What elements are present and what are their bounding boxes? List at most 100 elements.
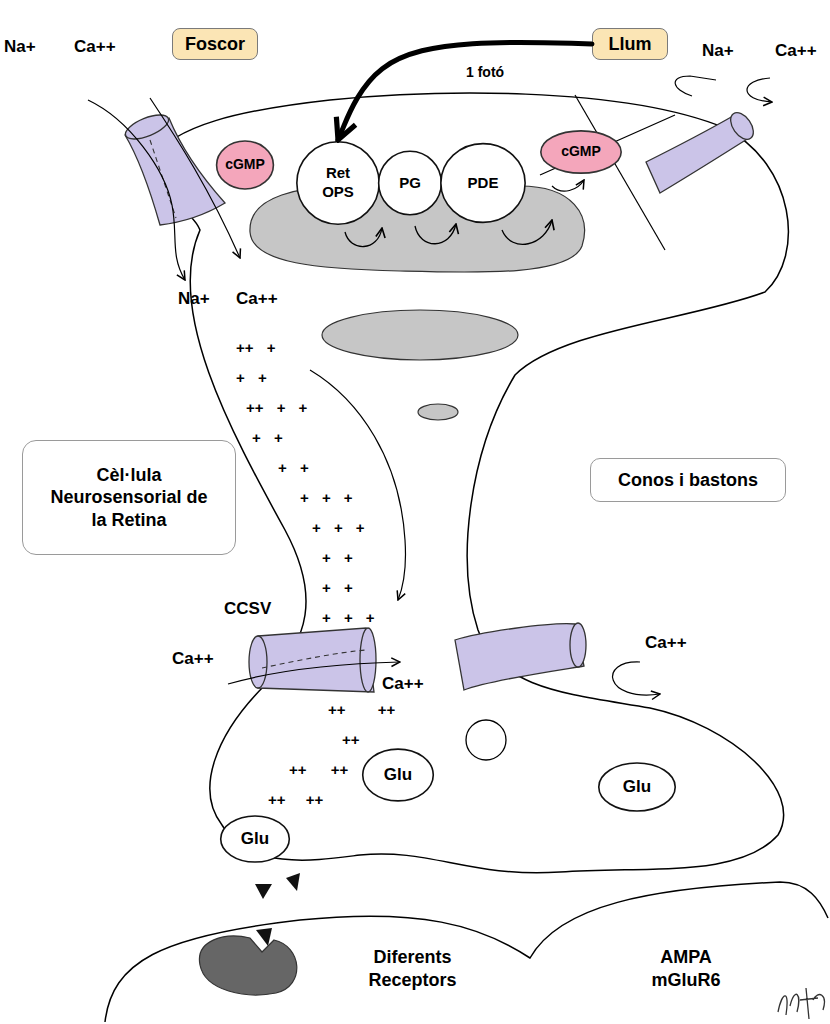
charge-sign: + + [322, 548, 353, 568]
node-outline-shape [441, 144, 525, 223]
protein-circle: Ret OPS [296, 140, 380, 226]
caption-box: Conos i bastons [590, 458, 786, 502]
node-outline-shape [363, 749, 434, 801]
node-text: Foscor [185, 33, 245, 56]
charge-sign: ++ ++ [289, 760, 348, 780]
ion-label: Ca++ [775, 40, 817, 62]
current-arrow [310, 370, 405, 600]
cgmp-ligand: cGMP [216, 140, 274, 190]
charge-sign: ++ [342, 730, 360, 750]
charge-sign: + + [236, 368, 267, 388]
signature [778, 988, 824, 1019]
channel-rim [570, 623, 586, 667]
ion-label: Ca++ [382, 673, 424, 695]
receptor-label: AMPA mGluR6 [640, 946, 732, 993]
ion-label: Ca++ [74, 36, 116, 58]
charge-sign: + + + [322, 608, 375, 628]
ion-label: Ca++ [172, 648, 214, 670]
glutamate-molecule [255, 884, 272, 899]
node-text-holder: PDE [440, 142, 526, 224]
postsynaptic-membrane [105, 882, 828, 1022]
charge-sign: + + + [300, 488, 353, 508]
cascade-arrow [502, 220, 552, 244]
node-outline-shape [217, 141, 274, 189]
ion-arrow [613, 662, 660, 695]
calcium-channel [455, 624, 584, 690]
receptor [199, 936, 296, 995]
node-outline-shape [221, 816, 290, 862]
ion-label: Na+ [178, 288, 210, 310]
node-text: PG [399, 174, 421, 193]
ion-line [540, 115, 675, 175]
charge-sign: ++ + [236, 338, 275, 358]
node-text-holder: cGMP [540, 130, 622, 174]
node-text: Llum [609, 33, 652, 56]
glutamate-molecule [286, 873, 300, 891]
node-outline-shape [379, 151, 442, 214]
charge-sign: ++ + + [246, 398, 307, 418]
cgmp-ligand: cGMP [540, 130, 622, 174]
node-text: cGMP [561, 143, 601, 161]
photoreceptor-membrane [149, 93, 789, 873]
receptor-label: Diferents Receptors [350, 946, 475, 993]
node-text-holder: Cèl·lula Neurosensorial de la Retina [23, 441, 235, 554]
cascade-arrow [345, 228, 382, 247]
node-text-holder: cGMP [216, 140, 274, 190]
ion-arrow [675, 76, 716, 96]
charge-sign: ++ ++ [328, 700, 395, 720]
node-text-holder: Glu [362, 748, 434, 802]
node-text: Glu [384, 764, 412, 785]
node-outline-shape [297, 142, 379, 225]
ion-label: Na+ [702, 40, 734, 62]
node-text-holder: Llum [593, 29, 667, 59]
node-text: Conos i bastons [618, 469, 758, 492]
glutamate-vesicle: Glu [362, 748, 434, 802]
calcium-channel [258, 628, 374, 692]
node-text-holder: Conos i bastons [591, 459, 785, 501]
node-text-holder: Glu [220, 815, 290, 863]
light-arrow [338, 42, 592, 140]
ion-arrow [88, 100, 185, 280]
title-box: Cèl·lula Neurosensorial de la Retina [22, 440, 236, 555]
glutamate-molecule [256, 928, 272, 946]
channel-rim [249, 636, 267, 688]
node-text: Glu [241, 828, 269, 849]
membrane-disc [418, 404, 458, 420]
channel-label: CCSV [224, 598, 271, 620]
ion-label: Na+ [4, 36, 36, 58]
protein-circle: PG [378, 150, 442, 216]
protein-circle: PDE [440, 142, 526, 224]
cascade-arrow [415, 224, 456, 244]
membrane-disc [322, 310, 518, 360]
node-text: cGMP [225, 156, 265, 174]
channel-rim [726, 109, 758, 144]
charge-sign: + + [278, 458, 309, 478]
empty-vesicle [466, 720, 506, 760]
node-text: PDE [468, 174, 499, 193]
ion-arrow [747, 78, 772, 102]
ion-label: Ca++ [645, 632, 687, 654]
ion-arrow [228, 662, 400, 684]
ion-label: Ca++ [236, 288, 278, 310]
charge-sign: + + + [312, 518, 365, 538]
node-text: Cèl·lula Neurosensorial de la Retina [44, 464, 214, 532]
channel-pore [262, 650, 366, 668]
node-text-holder: Ret OPS [296, 140, 380, 226]
charge-sign: + + [322, 578, 353, 598]
state-tag: Llum [592, 28, 668, 60]
charge-sign: ++ ++ [268, 790, 323, 810]
node-text: Glu [623, 776, 651, 797]
charge-sign: + + [252, 428, 283, 448]
node-text-holder: PG [378, 150, 442, 216]
edge-label: 1 fotó [466, 64, 504, 80]
state-tag: Foscor [172, 28, 258, 60]
channel-rim [122, 110, 171, 144]
node-outline-shape [541, 131, 621, 173]
node-text: Ret OPS [318, 164, 358, 202]
channel-rim [360, 628, 376, 692]
node-outline-shape [599, 763, 675, 811]
glutamate-vesicle: Glu [598, 762, 676, 812]
